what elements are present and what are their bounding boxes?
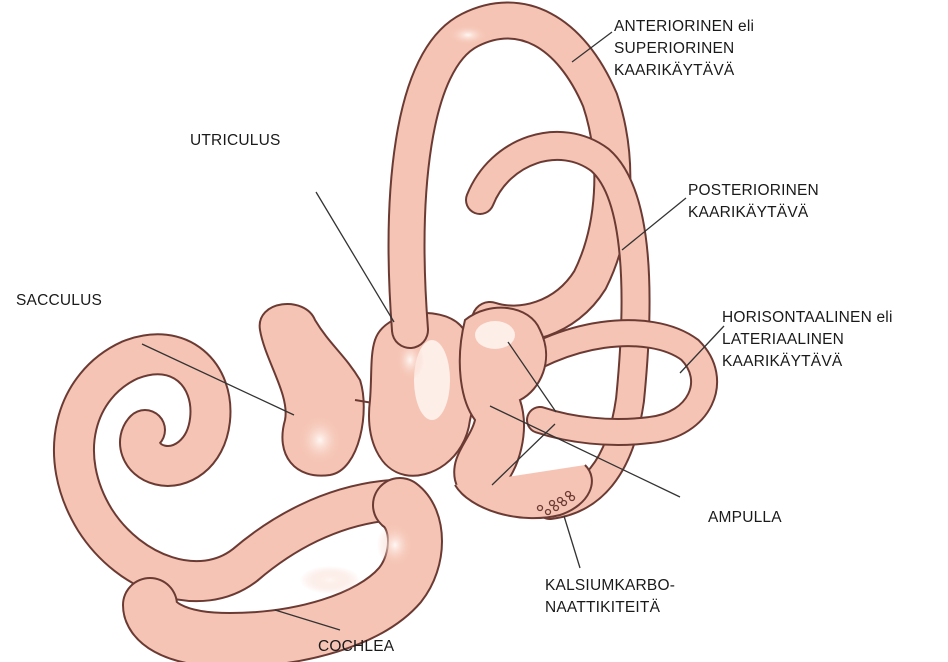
posterior-canal-label-line2: KAARIKÄYTÄVÄ xyxy=(688,202,819,224)
anterior-canal-label-line1: ANTERIORINEN eli xyxy=(614,16,754,38)
cochlea-label: COCHLEA xyxy=(318,636,394,658)
horizontal-canal-label: HORISONTAALINEN eli LATERIAALINEN KAARIK… xyxy=(722,307,893,373)
sacculus-shape xyxy=(260,304,385,476)
posterior-canal-label: POSTERIORINEN KAARIKÄYTÄVÄ xyxy=(688,180,819,224)
horizontal-canal-label-line2: LATERIAALINEN xyxy=(722,329,893,351)
utriculus-label: UTRICULUS xyxy=(190,130,281,152)
posterior-canal-label-line1: POSTERIORINEN xyxy=(688,180,819,202)
ampulla-label: AMPULLA xyxy=(708,507,782,529)
horizontal-canal-label-line3: KAARIKÄYTÄVÄ xyxy=(722,351,893,373)
anterior-canal-label-line2: SUPERIORINEN xyxy=(614,38,754,60)
sacculus-label: SACCULUS xyxy=(16,290,102,312)
anterior-canal-label: ANTERIORINEN eli SUPERIORINEN KAARIKÄYTÄ… xyxy=(614,16,754,82)
otolith-label-line2: NAATTIKITEITÄ xyxy=(545,597,675,619)
otolith-label-line1: KALSIUMKARBO- xyxy=(545,575,675,597)
otolith-label: KALSIUMKARBO- NAATTIKITEITÄ xyxy=(545,575,675,619)
horizontal-canal-label-line1: HORISONTAALINEN eli xyxy=(722,307,893,329)
anterior-canal-label-line3: KAARIKÄYTÄVÄ xyxy=(614,60,754,82)
